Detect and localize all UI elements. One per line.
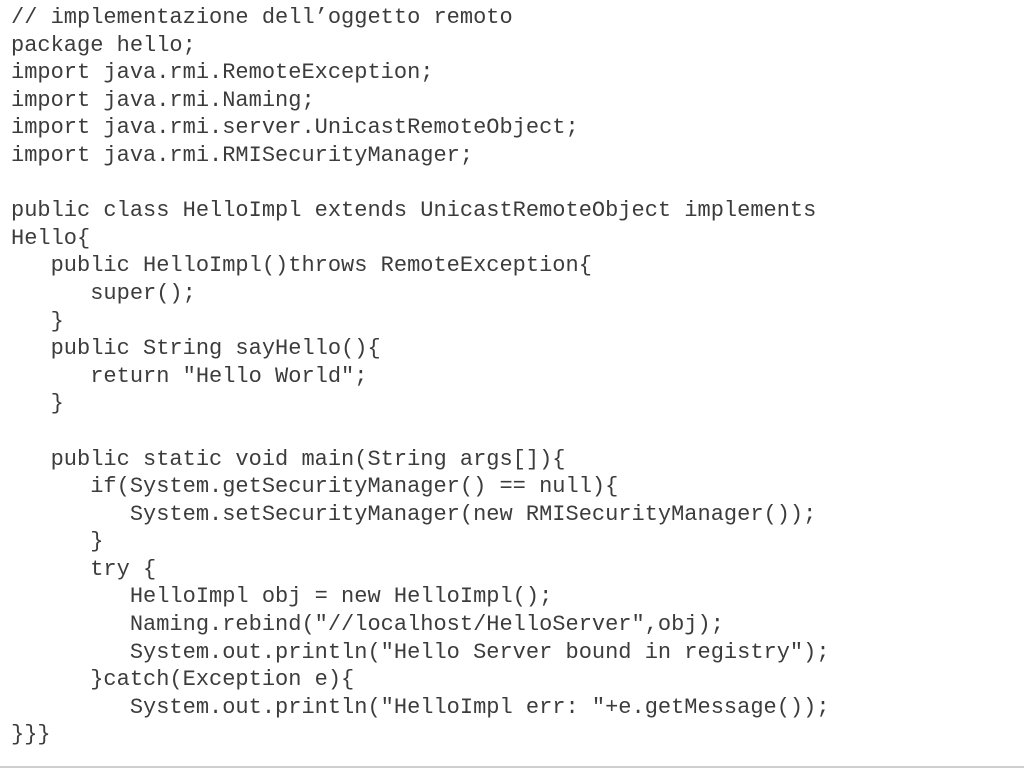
code-line: }	[11, 529, 104, 555]
code-line: HelloImpl obj = new HelloImpl();	[11, 584, 553, 610]
code-line: if(System.getSecurityManager() == null){	[11, 474, 619, 500]
code-line: public String sayHello(){	[11, 336, 381, 362]
code-line: public static void main(String args[]){	[11, 446, 566, 472]
code-line: System.out.println("HelloImpl err: "+e.g…	[11, 694, 830, 720]
code-line: try {	[11, 556, 157, 582]
code-line: import java.rmi.server.UnicastRemoteObje…	[11, 115, 579, 141]
code-line: Naming.rebind("//localhost/HelloServer",…	[11, 612, 724, 638]
code-line	[11, 418, 830, 446]
code-line: import java.rmi.RMISecurityManager;	[11, 142, 474, 168]
code-line: import java.rmi.Naming;	[11, 87, 315, 113]
code-line: Hello{	[11, 225, 91, 251]
code-line: return "Hello World";	[11, 363, 368, 389]
code-line: System.setSecurityManager(new RMISecurit…	[11, 501, 817, 527]
code-line: }}}	[11, 722, 51, 748]
code-line: }	[11, 308, 64, 334]
code-line: public HelloImpl()throws RemoteException…	[11, 253, 592, 279]
code-line: System.out.println("Hello Server bound i…	[11, 639, 830, 665]
code-line: public class HelloImpl extends UnicastRe…	[11, 198, 817, 224]
code-line: }catch(Exception e){	[11, 667, 355, 693]
code-line: // implementazione dell’oggetto remoto	[11, 5, 513, 30]
code-line	[11, 170, 830, 198]
code-line: import java.rmi.RemoteException;	[11, 60, 434, 86]
code-line: package hello;	[11, 32, 196, 58]
code-line: super();	[11, 280, 196, 306]
code-line: }	[11, 391, 64, 417]
bottom-divider	[0, 766, 1024, 768]
